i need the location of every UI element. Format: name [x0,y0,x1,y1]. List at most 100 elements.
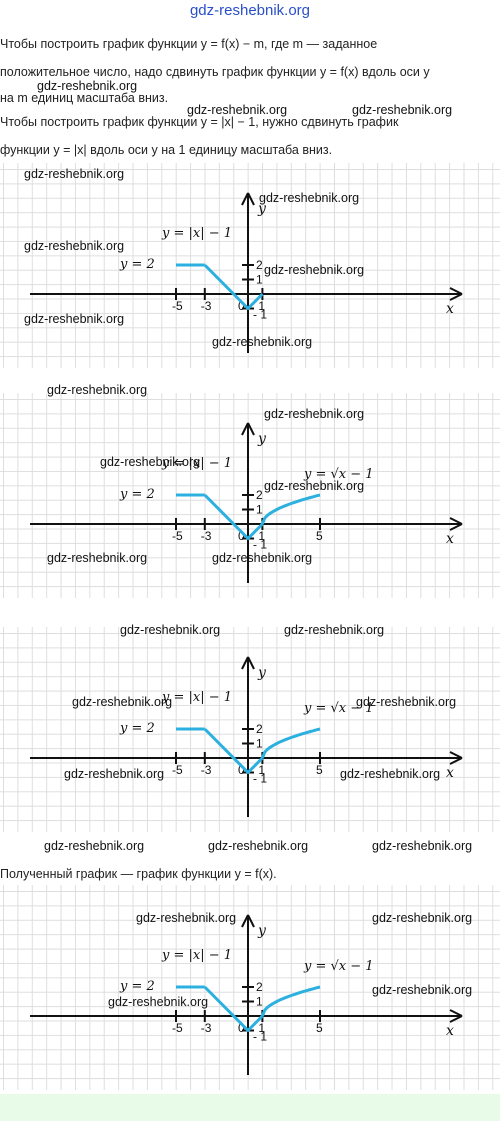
abs-function-label: y = |x| − 1 [161,690,232,705]
watermark: gdz-reshebnik.org [284,623,385,637]
x-tick-label: 0 [238,1021,245,1035]
y-axis-arrow [241,914,255,928]
paragraph-result: Полученный график — график функции y = f… [0,867,277,881]
watermark: gdz-reshebnik.org [47,551,148,565]
watermark: gdz-reshebnik.org [208,839,309,853]
x-tick-label: -5 [172,529,183,543]
x-axis-label: x [446,1023,454,1039]
x-tick-label: -5 [172,763,183,777]
y-axis-label: y [257,665,267,681]
x-tick-label: -3 [201,299,212,313]
x-tick-label: -5 [172,1021,183,1035]
sqrt-function-label: y = √x − 1 [303,959,374,974]
x-tick-label: -3 [201,763,212,777]
x-tick-label: 1 [258,299,265,313]
y-tick-label: 2 [256,488,263,502]
abs-function-label: y = |x| − 1 [161,226,232,241]
x-tick-label: -3 [201,1021,212,1035]
x-axis-label: x [446,301,454,317]
watermark: gdz-reshebnik.org [108,995,209,1009]
y-axis-arrow [241,422,255,436]
watermark: gdz-reshebnik.org [259,191,360,205]
y-tick-label: - 1 [253,1030,267,1044]
paragraph-rule-line-3: на m единиц масштаба вниз. [0,91,169,105]
x-axis-label: x [446,765,454,781]
y-tick-label: 1 [256,995,263,1009]
watermark-header: gdz-reshebnik.org [189,2,311,19]
x-tick-label: 1 [258,529,265,543]
abs-function-label: y = |x| − 1 [161,456,232,471]
x-tick-label: 5 [316,763,323,777]
y-tick-label: 1 [256,503,263,517]
y-axis-label: y [257,431,267,447]
x-tick-label: 5 [316,1021,323,1035]
watermark: gdz-reshebnik.org [120,623,221,637]
bottom-band [0,1094,500,1121]
watermark: gdz-reshebnik.org [264,479,365,493]
series-line [203,493,264,540]
watermark: gdz-reshebnik.org [372,839,473,853]
y-axis-arrow [241,192,255,206]
watermark: gdz-reshebnik.org [356,695,457,709]
watermark: gdz-reshebnik.org [24,167,125,181]
watermark: gdz-reshebnik.org [372,983,473,997]
x-axis-label: x [446,531,454,547]
watermark: gdz-reshebnik.org [187,103,288,117]
series-line [261,493,321,525]
paragraph-shift-line-1: Чтобы построить график функции y = |x| −… [0,115,399,129]
watermark: gdz-reshebnik.org [372,911,473,925]
series-line [261,727,321,759]
watermark: gdz-reshebnik.org [136,911,237,925]
x-tick-label: 0 [238,529,245,543]
x-tick-label: 0 [238,763,245,777]
x-tick-label: 1 [258,1021,265,1035]
watermark: gdz-reshebnik.org [47,383,148,397]
x-axis-arrow [449,287,463,301]
y-tick-label: 1 [256,273,263,287]
x-tick-label: 1 [258,763,265,777]
watermark: gdz-reshebnik.org [44,839,145,853]
watermark: gdz-reshebnik.org [340,767,441,781]
series-line [203,727,264,774]
series-line [203,985,264,1032]
watermark: gdz-reshebnik.org [24,239,125,253]
watermark: gdz-reshebnik.org [264,263,365,277]
x-axis-arrow [449,751,463,765]
x-tick-label: -3 [201,529,212,543]
paragraph-rule-line-2: положительное число, надо сдвинуть графи… [0,65,430,79]
paragraph-rule-line-1: Чтобы построить график функции y = f(x) … [0,37,378,51]
x-tick-label: -5 [172,299,183,313]
watermark: gdz-reshebnik.org [64,767,165,781]
y-tick-label: - 1 [253,538,267,552]
series-line [261,985,321,1017]
watermark: gdz-reshebnik.org [352,103,453,117]
y-tick-label: - 1 [253,772,267,786]
y-axis-arrow [241,656,255,670]
series-line [203,263,264,310]
x-axis-arrow [449,1009,463,1023]
y-tick-label: 2 [256,980,263,994]
watermark: gdz-reshebnik.org [72,695,173,709]
x-tick-label: 0 [238,299,245,313]
watermark: gdz-reshebnik.org [264,407,365,421]
y-tick-label: 2 [256,258,263,272]
y-axis-label: y [257,923,267,939]
watermark: gdz-reshebnik.org [212,335,313,349]
constant-function-label: y = 2 [119,257,155,272]
watermark: gdz-reshebnik.org [100,455,201,469]
constant-function-label: y = 2 [119,721,155,736]
sqrt-function-label: y = √x − 1 [303,467,374,482]
y-tick-label: 2 [256,722,263,736]
y-tick-label: - 1 [253,308,267,322]
watermark: gdz-reshebnik.org [24,312,125,326]
paragraph-shift-line-2: функции y = |x| вдоль оси y на 1 единицу… [0,143,333,157]
constant-function-label: y = 2 [119,979,155,994]
x-axis-arrow [449,517,463,531]
